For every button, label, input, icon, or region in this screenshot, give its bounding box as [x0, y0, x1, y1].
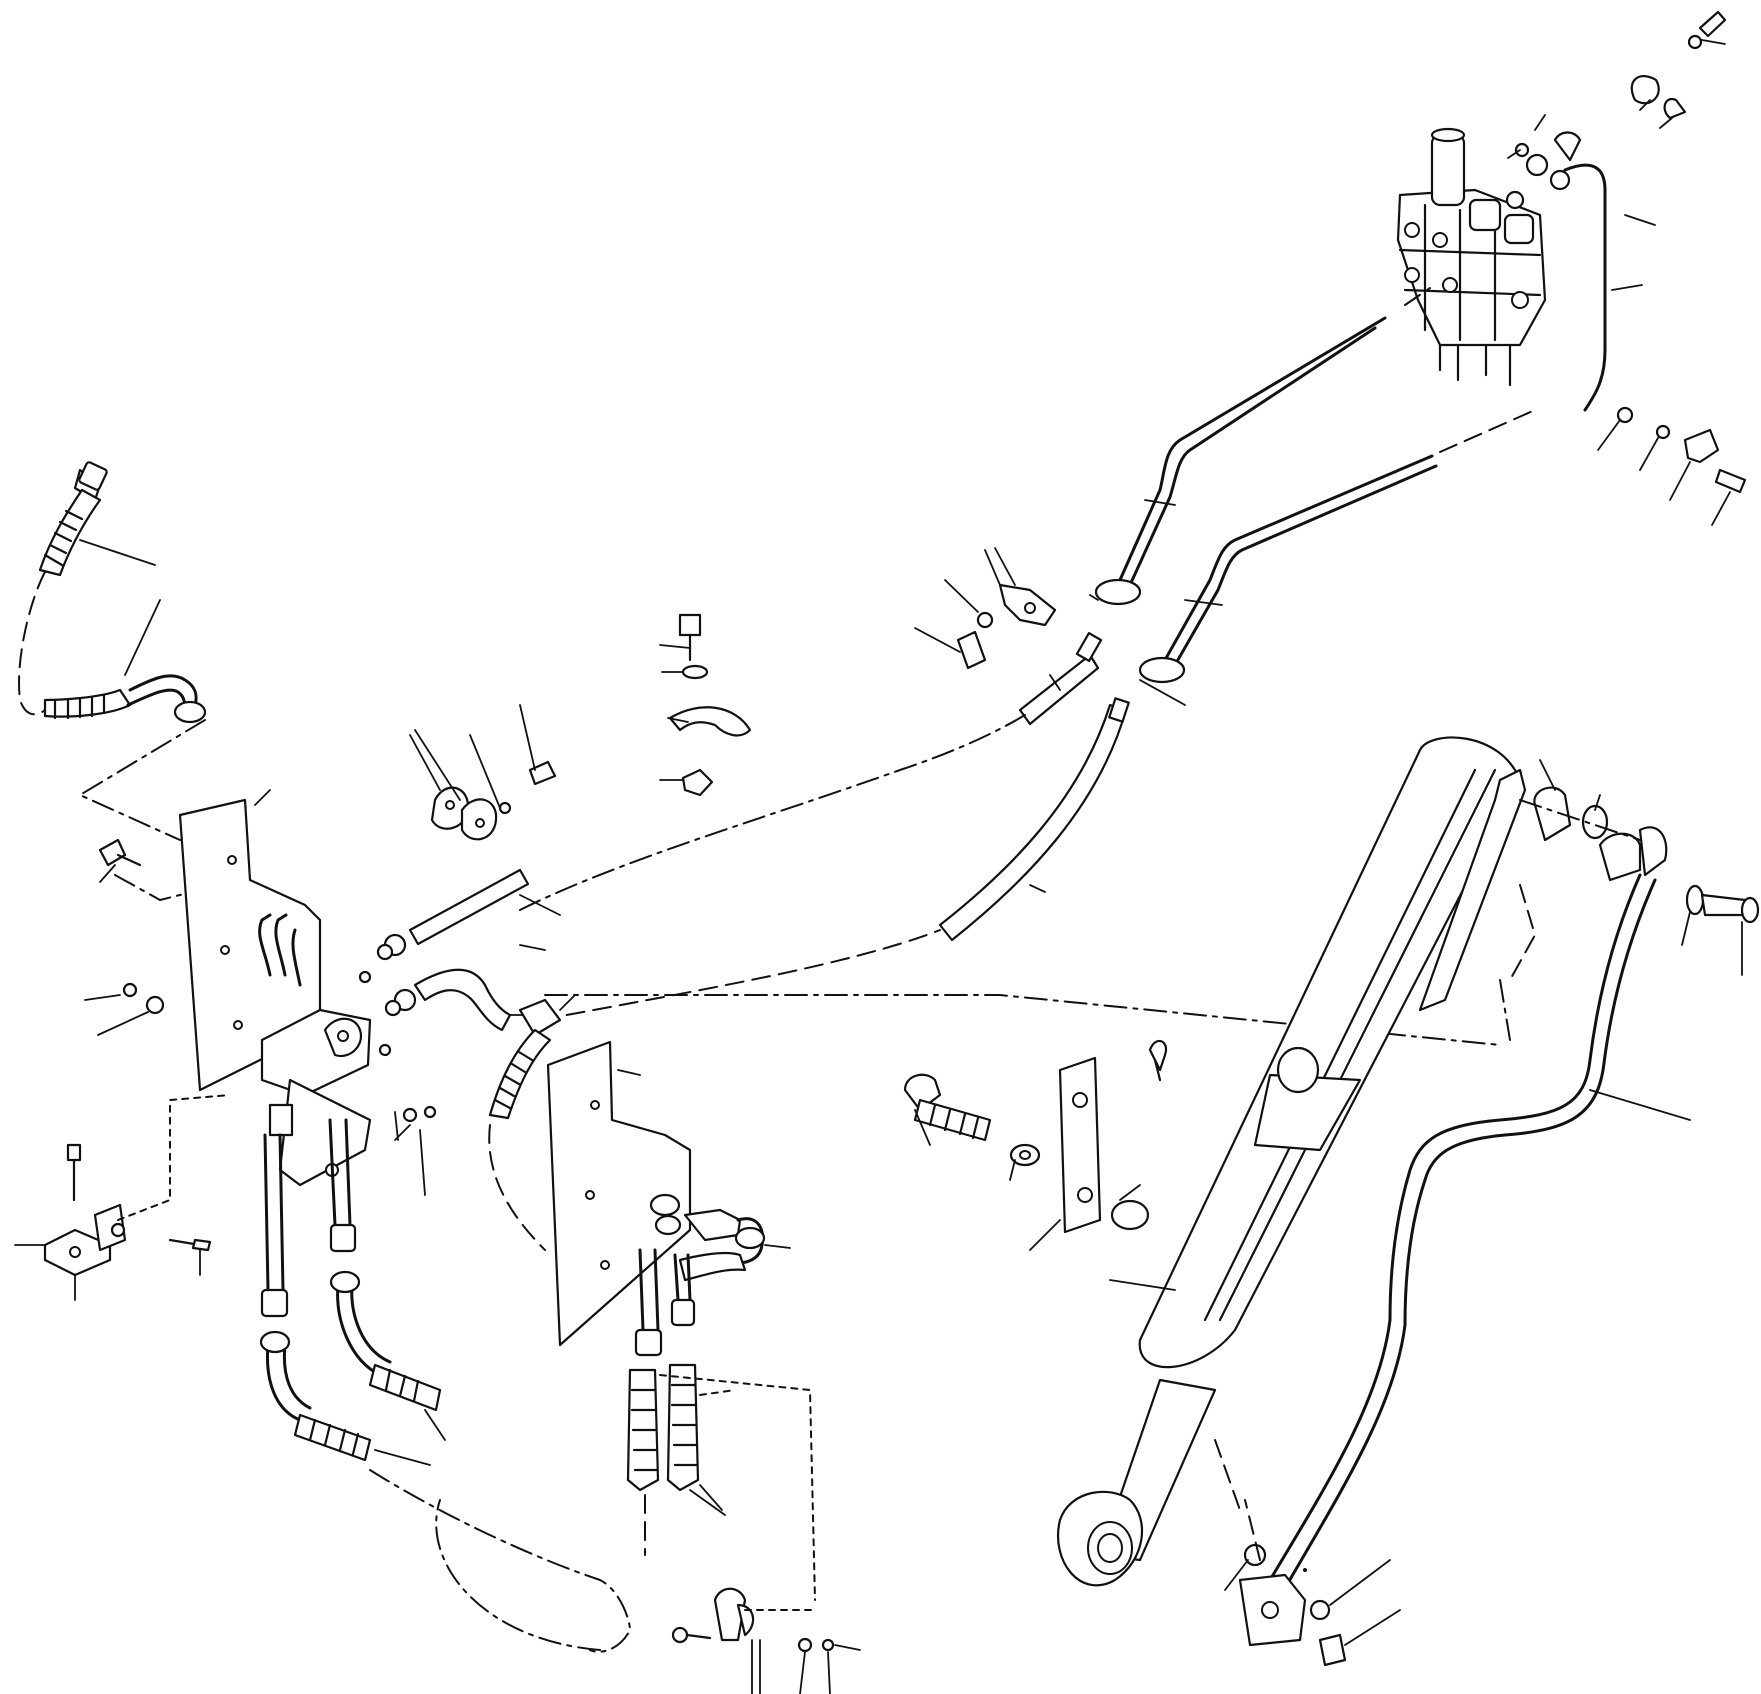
bracket-lower-left	[14, 1094, 231, 1301]
steel-pipes	[1094, 287, 1536, 706]
hydraulic-cylinder	[1057, 736, 1527, 1587]
hoses-lower-left	[259, 1270, 632, 1653]
rubber-hoses-centre	[358, 632, 1501, 1057]
steel-pipe-cylinder	[1268, 873, 1691, 1590]
clamp-hardware-centre	[659, 613, 752, 797]
part-leader-lines	[394, 944, 546, 1196]
hose-centre-plate	[488, 994, 576, 1251]
link-plate-and-bolt	[903, 1039, 1168, 1251]
hose-upper-left	[18, 461, 207, 724]
clamp-lower-centre	[671, 1587, 861, 1694]
valve-mounting-hardware	[1597, 406, 1747, 526]
control-valve-assembly	[1396, 10, 1727, 412]
assembly-guide-line-left	[77, 719, 206, 841]
hoses-lower-centre	[626, 1363, 816, 1601]
hose-clamp-halves	[409, 704, 557, 841]
mounting-plate-left	[178, 789, 322, 1092]
nuts-left	[84, 982, 165, 1036]
fittings-centre-plate	[634, 1193, 791, 1357]
pipe-bracket-lower-right	[1224, 1499, 1401, 1667]
valve-block-left	[260, 1008, 372, 1318]
cylinder-pipe-fittings	[1519, 759, 1760, 976]
bolt-upper-left	[98, 838, 142, 883]
pipe-clamp-hardware-upper	[914, 547, 1099, 670]
mounting-plate-centre	[546, 1040, 692, 1347]
assembly-guide-line-left-2	[114, 874, 201, 902]
